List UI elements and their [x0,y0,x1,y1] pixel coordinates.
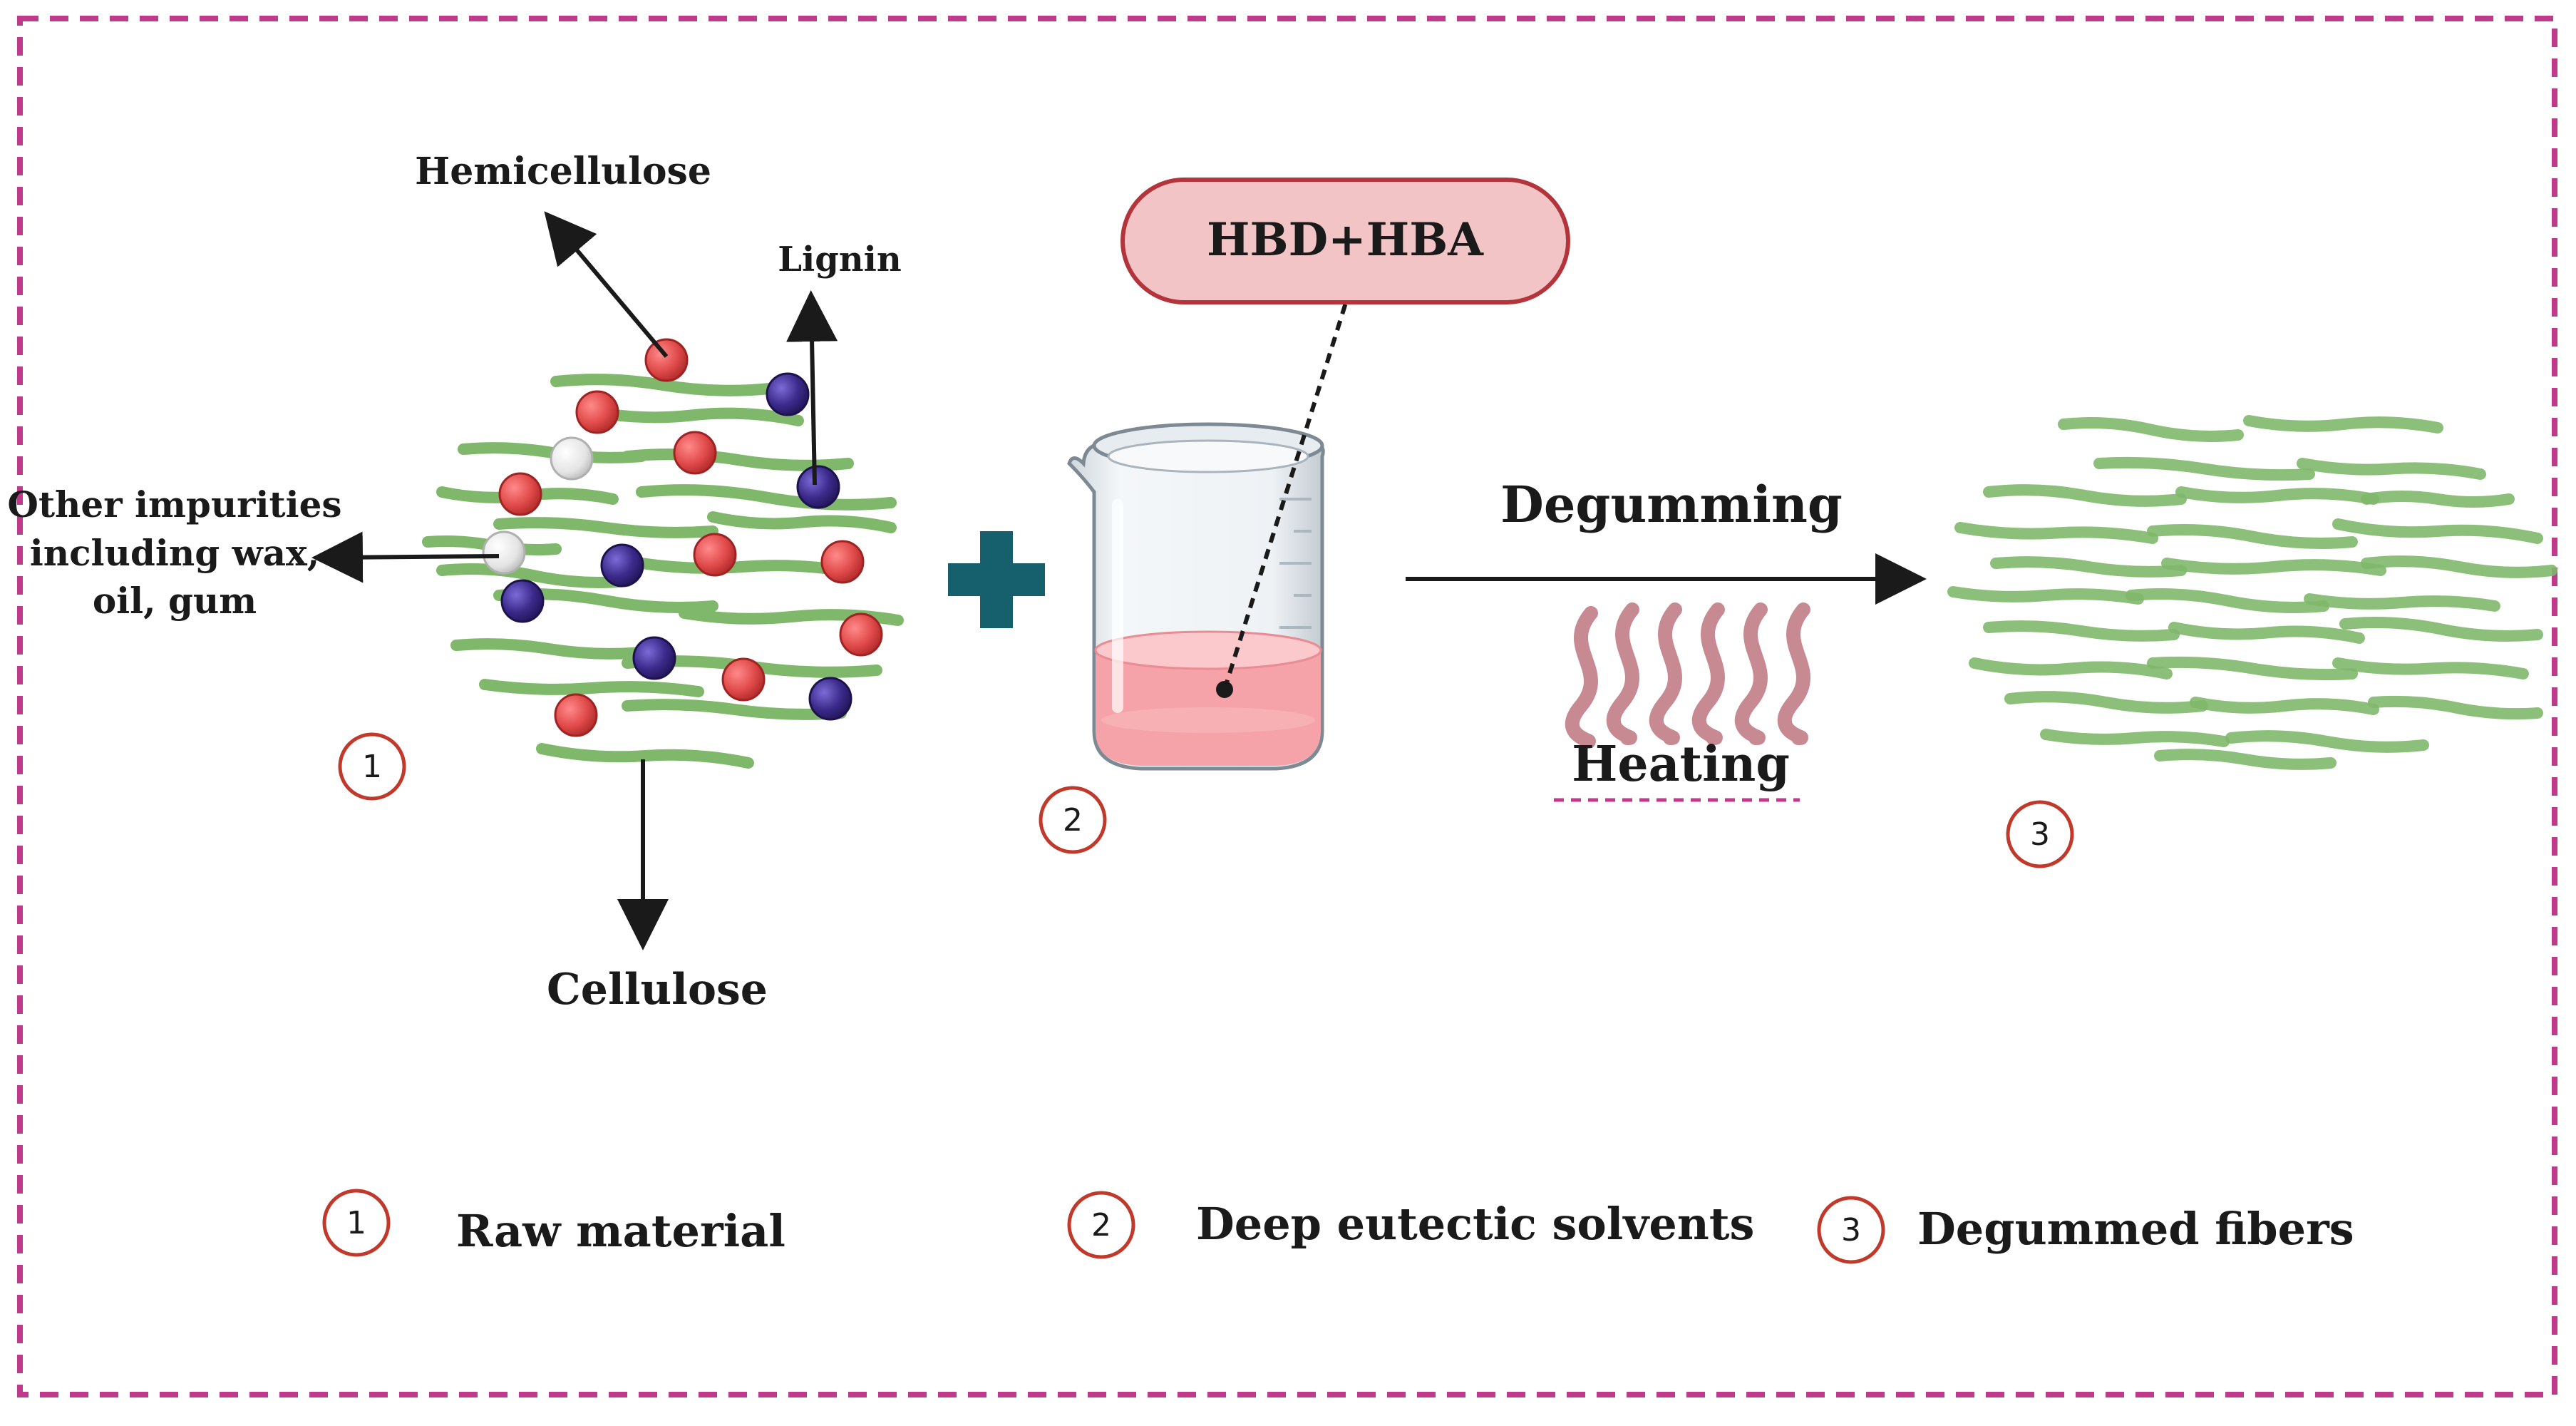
fiber-strand [1947,586,2144,605]
lignin-ball [600,543,644,588]
fiber-strand [2297,458,2486,480]
legend: 1 Raw material 2 Deep eutectic solvents … [322,1189,2354,1264]
fiber-strand [1969,657,2173,679]
hemicellulose-ball [693,533,737,577]
fiber-strand [2339,617,2543,642]
fiber-strand [2332,518,2543,544]
step-marker-3-number: 3 [2030,816,2050,853]
fiber-strand [2040,729,2230,747]
fiber-strand [2304,593,2500,612]
fiber-strand [2368,695,2543,720]
cellulose-label: Cellulose [547,965,768,1015]
step-marker-3 [2006,800,2074,868]
fiber-strand [2093,456,2315,481]
fiber-strand [450,638,647,660]
solvent-connector-dot [1216,681,1233,698]
fiber-strand [1983,620,2180,642]
hemicellulose-ball [721,657,766,702]
heating-label: Heating [1572,736,1790,793]
fiber-strand [2175,486,2379,505]
step-marker-1-number: 1 [362,749,382,785]
hemicellulose-label: Hemicellulose [415,150,711,193]
fiber-strand [2225,730,2429,753]
impurities-label-line3: oil, gum [93,580,257,622]
fiber-strand [636,484,897,511]
legend-item-raw-material: 1 Raw material [322,1189,785,1257]
legend-marker-3 [1817,1196,1885,1264]
legend-marker-3-number: 3 [1841,1212,1861,1248]
legend-item-degummed-fibers: 3 Degummed fibers [1817,1196,2354,1264]
fiber-strand [493,517,718,538]
degumming-label: Degumming [1500,475,1843,534]
fiber-strand [622,699,847,720]
fiber-strand [479,679,704,697]
fiber-strand [2161,558,2386,576]
raw-material-particles [482,338,883,737]
legend-marker-1 [322,1189,391,1257]
lignin-arrow [786,290,838,486]
fiber-strand [2147,524,2358,549]
lignin-ball [500,579,545,623]
lignin-ball [766,372,810,416]
fiber-strand [707,511,897,533]
impurity-ball [482,530,526,575]
solvent-pill-label: HBD+HBA [1207,213,1484,267]
lignin-label: Lignin [778,240,902,279]
fiber-strand [1983,484,2187,507]
fiber-strand [2004,691,2208,714]
fiber-strand [2147,656,2358,681]
hemicellulose-ball [575,390,619,434]
step-marker-2 [1039,786,1107,854]
legend-label-deep-eutectic-solvents: Deep eutectic solvents [1196,1198,1754,1250]
step-marker-1 [338,732,406,801]
fiber-strand [2168,622,2365,644]
hemicellulose-ball [498,472,542,516]
lignin-ball [632,636,676,680]
lignin-ball [808,677,852,721]
heat-waves-icon [1565,602,1810,749]
legend-label-raw-material: Raw material [456,1205,785,1257]
legend-marker-2 [1067,1191,1135,1259]
fiber-strand [436,563,633,588]
legend-item-deep-eutectic-solvents: 2 Deep eutectic solvents [1067,1191,1754,1259]
hemicellulose-ball [820,540,865,584]
fiber-strand [2154,749,2337,770]
impurities-arrow [311,531,500,583]
impurity-ball [550,436,594,481]
fiber-strand [550,374,776,396]
hemicellulose-ball [644,338,689,382]
beaker-icon [1067,422,1325,771]
impurities-label-line1: Other impurities [7,483,341,525]
fiber-strand [2361,555,2557,578]
step-marker-2-number: 2 [1063,802,1083,838]
hemicellulose-ball [673,431,717,475]
fiber-strand [1990,556,2187,578]
fiber-strand [2058,417,2244,442]
hemicellulose-ball [839,612,883,657]
fiber-strand [536,743,754,769]
legend-marker-2-number: 2 [1091,1207,1111,1243]
solvent-pill [1120,178,1570,304]
fiber-strand [636,558,847,576]
fiber-strand [1954,522,2158,544]
hemicellulose-ball [554,693,598,737]
fiber-strand [2190,697,2379,715]
legend-label-degummed-fibers: Degummed fibers [1917,1203,2354,1255]
fiber-strand [2126,588,2329,613]
impurities-label-line2: including wax, [30,532,319,574]
fiber-strand [2332,657,2529,679]
lignin-ball [796,465,840,509]
plus-icon [948,531,1045,628]
legend-marker-1-number: 1 [346,1205,366,1241]
fiber-strand [2243,415,2443,434]
dashed-border [17,16,2557,1397]
degummed-fibers [1947,415,2557,770]
fiber-strand [2361,491,2515,508]
hemicellulose-arrow [544,211,669,358]
